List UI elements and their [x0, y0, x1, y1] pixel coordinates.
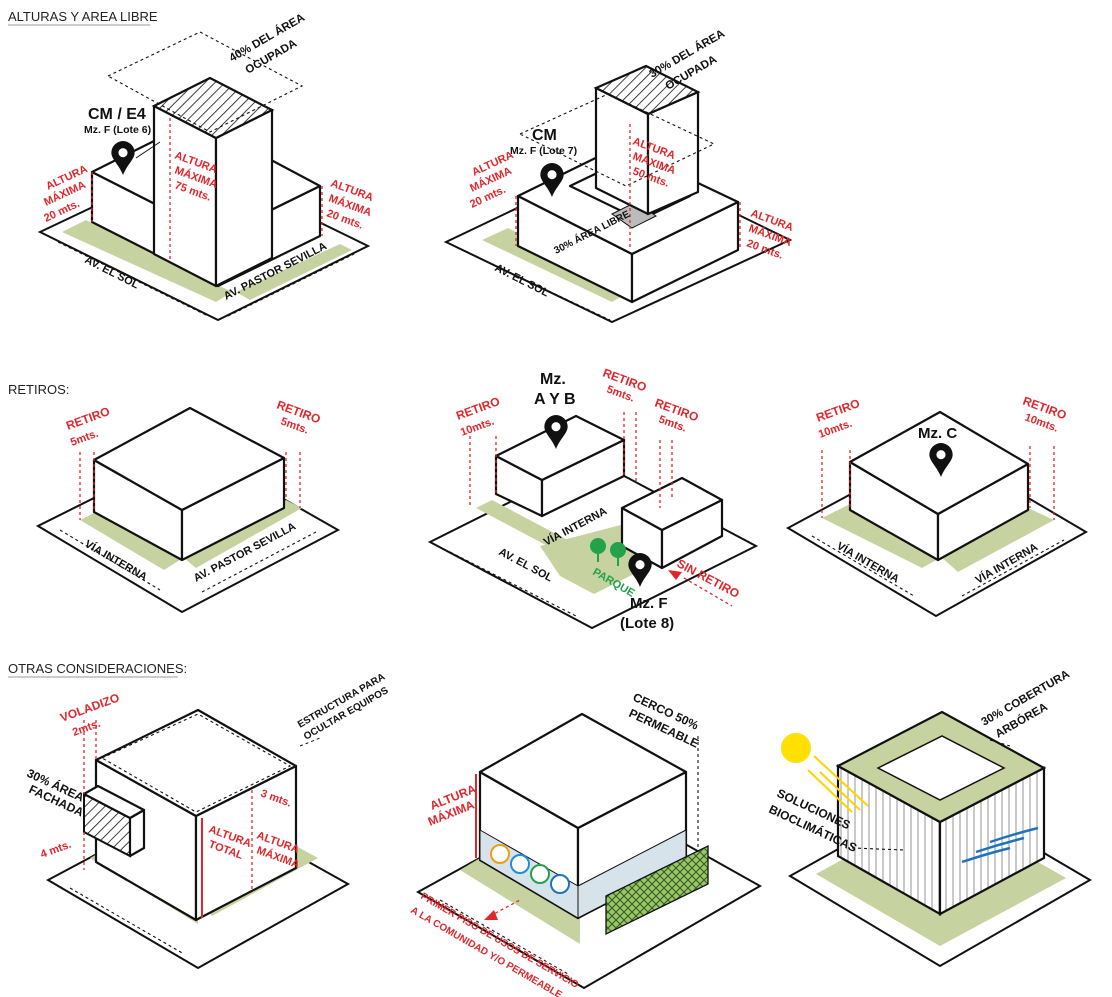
diagram-ground-floor-fence: ALTURA MÁXIMA CERCO 50% PERMEABLE PRIMER… — [409, 690, 763, 997]
block-f-roof — [620, 476, 724, 532]
cantilever-top — [82, 784, 146, 820]
height-4m-label: 4 mts. — [39, 839, 73, 861]
diagram-cm-lote7: 30% DEL ÁREA OCUPADA CM Mz. F (Lote 7) A… — [443, 27, 795, 324]
wind-icon — [961, 846, 1011, 864]
setback-left-label: RETIRO — [64, 404, 111, 433]
green-strip — [236, 244, 352, 300]
pin-subtitle: Mz. F (Lote 6) — [84, 124, 151, 136]
wind-icon — [975, 836, 1025, 854]
equipment-screen-outline — [100, 713, 292, 813]
diagram-cm-e4: 40% DEL ÁREA OCUPADA CM / E4 Mz. F (Lote… — [37, 11, 375, 322]
setback-left-label: RETIRO — [814, 396, 861, 425]
tower-roof-hatched — [593, 64, 701, 116]
green-strip — [940, 508, 1054, 572]
pin-title: CM — [532, 127, 557, 144]
education-icon — [550, 874, 570, 894]
roof-area-outline — [518, 93, 716, 187]
setback-10m-label: RETIRO — [454, 394, 501, 423]
diagram-retiros-mz-c: Mz. C RETIRO 10mts. RETIRO 10mts. VÍA IN… — [785, 394, 1089, 618]
community-icon — [530, 864, 550, 884]
section-header-other: OTRAS CONSIDERACIONES: — [8, 661, 187, 678]
section-title-other: OTRAS CONSIDERACIONES: — [8, 661, 187, 676]
green-strip — [460, 858, 580, 944]
green-strip — [184, 500, 302, 568]
pin-title: CM / E4 — [88, 106, 146, 123]
block-roof — [94, 708, 298, 818]
section-title-setbacks: RETIROS: — [8, 382, 69, 397]
arrow-icon — [668, 570, 682, 580]
sun-icon — [781, 733, 811, 763]
wind-icon — [989, 826, 1039, 844]
diagram-bioclimatic: 30% COBERTURA ARBÓREA SOLUCIONES BIOCLIM… — [767, 668, 1092, 968]
lot-label-2: (Lote 8) — [620, 615, 674, 632]
pin-title: Mz. C — [918, 425, 957, 442]
pin-title: Mz. — [540, 371, 566, 388]
tree-icon — [590, 538, 606, 554]
arrow-icon — [484, 910, 498, 920]
green-strip — [80, 512, 180, 570]
permeable-fence — [605, 844, 709, 936]
lot-label: Mz. F — [630, 595, 668, 612]
service-icon — [490, 844, 510, 864]
tower-right-face — [214, 108, 274, 288]
tower-roof-hatched — [151, 76, 275, 140]
green-strip — [62, 220, 232, 302]
block-roof — [92, 406, 286, 512]
green-strip — [822, 504, 940, 568]
pin-subtitle: Mz. F (Lote 7) — [510, 145, 577, 157]
diagram-retiros-mz-ab: PARQUE Mz. A Y B Mz. F (Lote 8) RETIRO 1… — [427, 366, 759, 632]
cantilever-value: 2mts. — [71, 718, 102, 739]
health-icon — [510, 854, 530, 874]
section-header-heights: ALTURAS Y AREA LIBRE — [8, 9, 158, 26]
diagram-voladizo: VOLADIZO 2mts. ESTRUCTURA PARA OCULTAR E… — [25, 672, 391, 970]
block-roof — [478, 712, 688, 830]
section-title-heights: ALTURAS Y AREA LIBRE — [8, 9, 158, 24]
diagram-retiros-5m: RETIRO 5mts. RETIRO 5mts. VÍA INTERNA AV… — [35, 398, 341, 614]
tree-icon — [610, 542, 626, 558]
roof-area-outline — [106, 31, 304, 133]
section-header-setbacks: RETIROS: — [8, 382, 69, 397]
roof-opening — [876, 735, 1006, 801]
pin-title-2: A Y B — [534, 391, 576, 408]
